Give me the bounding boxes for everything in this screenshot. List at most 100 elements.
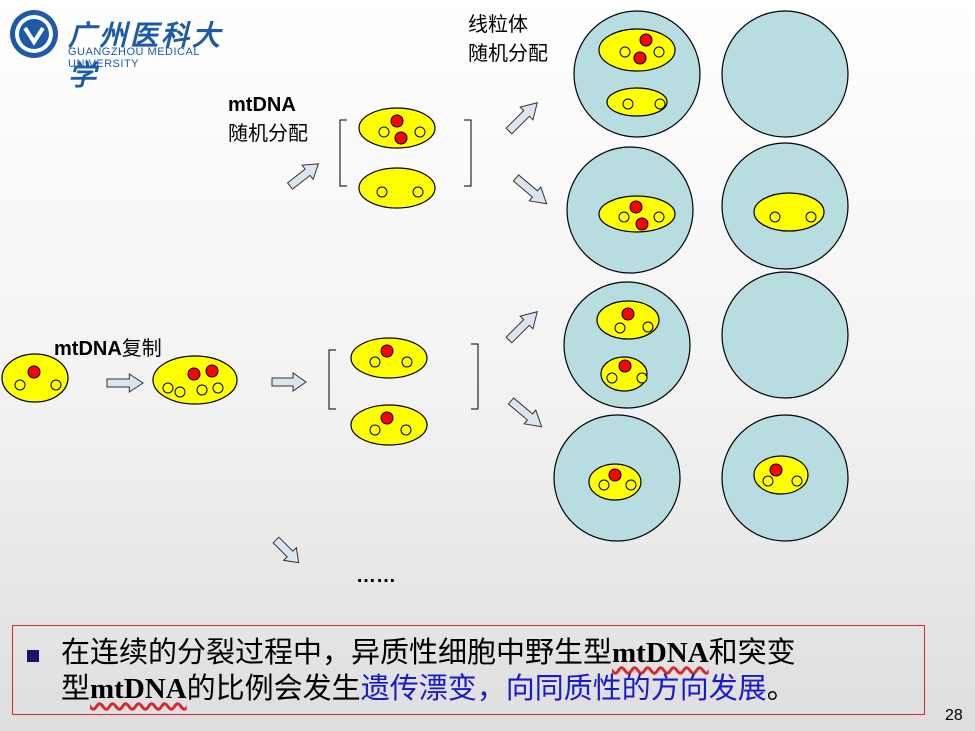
wildtype-mtdna-dot	[791, 475, 803, 487]
block-arrow-icon	[507, 397, 543, 428]
arrow-shape	[507, 397, 543, 428]
bullet-square-icon	[27, 650, 39, 662]
wildtype-mtdna-dot	[598, 479, 610, 491]
mitochondrion	[358, 107, 436, 149]
mutant-mtdna-dot	[380, 344, 394, 358]
wildtype-mtdna-dot	[401, 356, 413, 368]
university-name-cn: 广州医科大学	[68, 19, 224, 92]
mutant-mtdna-dot	[27, 365, 41, 379]
mutant-mtdna-dot	[187, 367, 201, 381]
wildtype-mtdna-dot	[369, 356, 381, 368]
mutant-mtdna-dot	[621, 307, 635, 321]
block-arrow-icon	[505, 311, 538, 344]
note-text-2c: 的比例会发生	[186, 671, 361, 705]
wildtype-mtdna-dot	[614, 322, 626, 334]
label-mito-distribution-2: 随机分配	[468, 41, 548, 65]
wildtype-mtdna-dot	[378, 126, 390, 138]
mitochondrion	[588, 463, 642, 501]
note-text-2d: 遗传漂变，向同质性的方向发展	[360, 671, 767, 705]
wildtype-mtdna-dot	[162, 382, 174, 394]
wildtype-mtdna-dot	[769, 211, 781, 223]
note-text-1c: 和突变	[708, 635, 796, 669]
mitochondrion	[350, 404, 428, 446]
wildtype-mtdna-dot	[642, 321, 654, 333]
wildtype-mtdna-dot	[50, 379, 62, 391]
note-text-2b: mtDNA	[90, 673, 187, 705]
wildtype-mtdna-dot	[654, 98, 666, 110]
mutant-mtdna-dot	[635, 217, 649, 231]
block-arrow-icon	[272, 536, 300, 564]
university-name-en: GUANGZHOU MEDICAL UNIVERSITY	[68, 46, 200, 70]
daughter-cell	[721, 271, 849, 399]
daughter-cell	[563, 281, 691, 409]
mitochondrion	[598, 195, 676, 233]
arrow-shape	[271, 372, 307, 392]
mitochondrion	[753, 455, 809, 495]
wildtype-mtdna-dot	[762, 475, 774, 487]
wildtype-mtdna-dot	[622, 98, 634, 110]
note-text-1b: mtDNA	[612, 637, 709, 669]
wildtype-mtdna-dot	[414, 126, 426, 138]
wildtype-mtdna-dot	[805, 211, 817, 223]
block-arrow-icon	[106, 373, 144, 393]
continuation-ellipsis: ……	[356, 565, 396, 587]
label-mito-distribution-1: 线粒体	[468, 12, 528, 36]
wildtype-mtdna-dot	[400, 424, 412, 436]
arrow-shape	[286, 163, 320, 190]
replication-label-b: 复制	[121, 336, 162, 360]
note-line-1: 在连续的分裂过程中，异质性细胞中野生型mtDNA和突变	[61, 634, 796, 671]
summary-note-box: 在连续的分裂过程中，异质性细胞中野生型mtDNA和突变 型mtDNA的比例会发生…	[12, 625, 925, 715]
wildtype-mtdna-dot	[618, 211, 630, 223]
wildtype-mtdna-dot	[174, 386, 186, 398]
note-text-2a: 型	[61, 671, 91, 705]
mutant-mtdna-dot	[394, 131, 408, 145]
mutant-mtdna-dot	[608, 468, 622, 482]
label-mtdna-distribution-1: mtDNA	[228, 94, 296, 116]
wildtype-mtdna-dot	[653, 46, 665, 58]
wildtype-mtdna-dot	[14, 379, 26, 391]
block-arrow-icon	[505, 102, 538, 135]
wildtype-mtdna-dot	[376, 186, 388, 198]
replication-label-a: mtDNA	[54, 338, 122, 360]
mutant-mtdna-dot	[205, 364, 219, 378]
note-text-2e: 。	[766, 671, 796, 705]
mutant-mtdna-dot	[639, 33, 653, 47]
arrow-shape	[512, 174, 548, 205]
arrow-shape	[505, 102, 538, 135]
wildtype-mtdna-dot	[369, 424, 381, 436]
left-bracket	[339, 119, 347, 187]
wildtype-mtdna-dot	[636, 372, 648, 384]
label-mtdna-replication: mtDNA复制	[54, 335, 162, 362]
note-line-2: 型mtDNA的比例会发生遗传漂变，向同质性的方向发展。	[61, 670, 796, 707]
block-arrow-icon	[286, 163, 320, 190]
left-bracket	[328, 349, 336, 410]
university-emblem-icon	[10, 10, 58, 58]
daughter-cell	[721, 10, 849, 138]
wildtype-mtdna-dot	[619, 46, 631, 58]
wildtype-mtdna-dot	[212, 382, 224, 394]
wildtype-mtdna-dot	[196, 384, 208, 396]
right-bracket	[471, 343, 479, 410]
arrow-shape	[272, 536, 300, 564]
wildtype-mtdna-dot	[412, 186, 424, 198]
block-arrow-icon	[512, 174, 548, 205]
mitochondrion	[350, 337, 428, 379]
mitochondrion	[358, 167, 436, 209]
mutant-mtdna-dot	[629, 200, 643, 214]
label-mtdna-distribution-2: 随机分配	[228, 121, 308, 145]
note-text-1a: 在连续的分裂过程中，异质性细胞中野生型	[61, 635, 613, 669]
mutant-mtdna-dot	[769, 463, 783, 477]
page-number: 28	[945, 707, 963, 724]
mutant-mtdna-dot	[633, 51, 647, 65]
arrow-shape	[505, 311, 538, 344]
mutant-mtdna-dot	[380, 411, 394, 425]
mutant-mtdna-dot	[618, 359, 632, 373]
wildtype-mtdna-dot	[625, 479, 637, 491]
university-logo: 广州医科大学 GUANGZHOU MEDICAL UNIVERSITY	[6, 6, 246, 92]
wildtype-mtdna-dot	[653, 211, 665, 223]
right-bracket	[464, 119, 472, 187]
mitochondrion	[598, 28, 676, 72]
mutant-mtdna-dot	[390, 114, 404, 128]
arrow-shape	[106, 373, 144, 393]
